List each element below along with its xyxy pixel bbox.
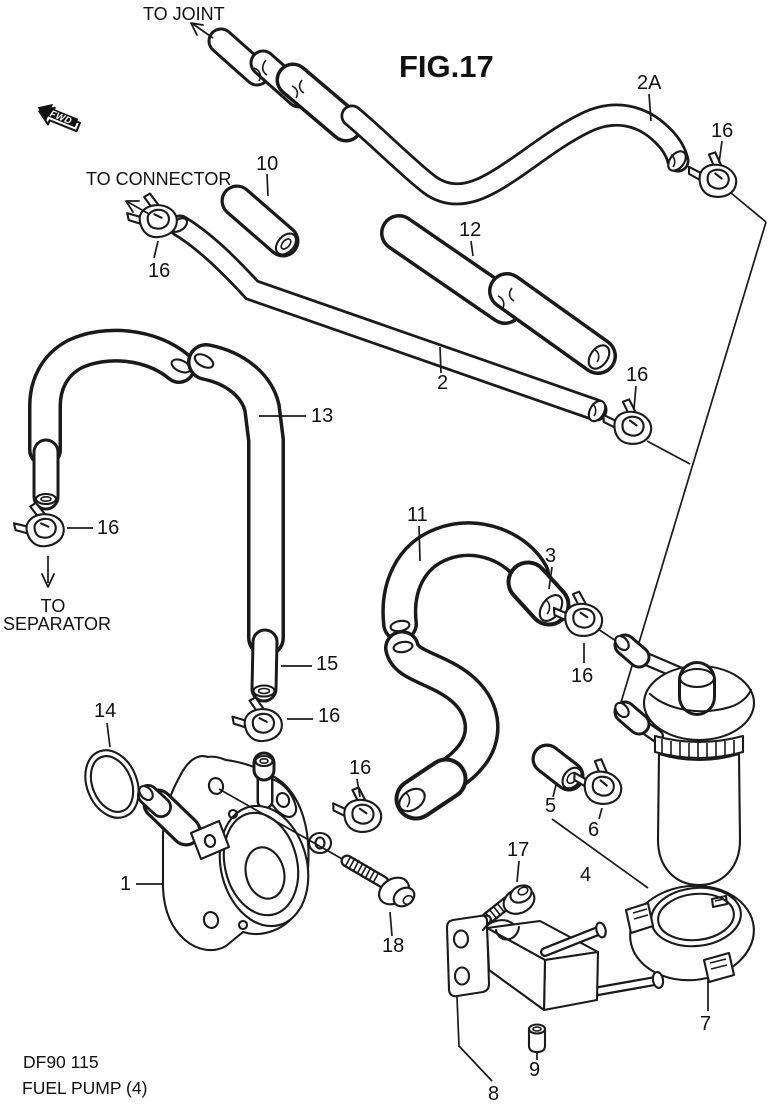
callout-8: 8 [488,1083,499,1105]
callout-4: 4 [580,864,591,886]
callout-9: 9 [529,1059,540,1081]
bolt-17-part [480,884,536,926]
pipe-12-part [380,214,617,375]
figure-title: FIG.17 [399,49,494,84]
callout-12: 12 [459,219,481,241]
callout-17: 17 [507,839,529,861]
callout-2A: 2A [637,72,662,94]
fuel-filter [613,633,756,887]
callout-16-top-right: 16 [711,120,733,142]
callout-16-pump-stud: 16 [318,705,340,727]
fwd-direction-badge: FWD [37,103,81,133]
figure-caption: FUEL PUMP (4) [22,1078,147,1098]
clamp-16-top-right [684,147,742,201]
leader-lines [41,22,723,1082]
callout-11: 11 [407,504,428,526]
flow-label-separator: SEPARATOR [3,614,111,634]
flow-label-to-connector: TO CONNECTOR [86,169,231,189]
callout-16-filter: 16 [571,665,593,687]
hose-13-part [187,343,285,703]
callout-10: 10 [256,153,278,175]
fuel-pump-1-part [137,751,345,952]
clamp-16-hose-11 [329,784,385,835]
flow-label-to: TO [41,596,66,616]
filter-clamp-ring-7 [624,884,755,984]
callout-2: 2 [437,372,448,394]
o-ring-14-part [84,749,140,819]
clamp-16-mid [599,395,656,447]
hose-2a-assembly [207,27,690,206]
callout-3: 3 [545,545,556,567]
hose-11-part [381,521,571,821]
tube-10-part [220,184,300,258]
callout-16-connector: 16 [148,260,170,282]
clamp-6 [568,754,627,808]
part-callouts: 2A 16 10 16 12 2 16 13 16 11 3 16 15 16 … [94,72,733,1105]
figure-text: FIG.17 TO JOINT TO CONNECTOR TO SEPARATO… [3,4,494,1098]
callout-18: 18 [382,935,404,957]
spacer-9-part [527,1023,547,1054]
model-code: DF90 115 [23,1052,99,1072]
callout-15: 15 [316,653,338,675]
callout-7: 7 [700,1013,711,1035]
bolt-18-part [340,854,416,908]
callout-14: 14 [94,700,116,722]
clamp-16-separator [10,499,67,551]
callout-5: 5 [545,795,556,817]
callout-6: 6 [588,819,599,841]
callout-16-mid: 16 [626,364,648,386]
bracket-8-part [445,914,665,1054]
separator-hose-part [28,328,196,511]
long-leader-lines [597,192,767,710]
clamp-16-pump-stud [230,695,284,744]
callout-1: 1 [120,873,131,895]
hose-2-part [168,214,608,423]
callout-16-separator: 16 [97,517,119,539]
clamp-16-connector [124,190,179,241]
fwd-arrow-icon [37,103,79,128]
callout-16-hose-11: 16 [349,757,371,779]
flow-label-to-joint: TO JOINT [143,4,225,24]
callout-13: 13 [311,405,333,427]
